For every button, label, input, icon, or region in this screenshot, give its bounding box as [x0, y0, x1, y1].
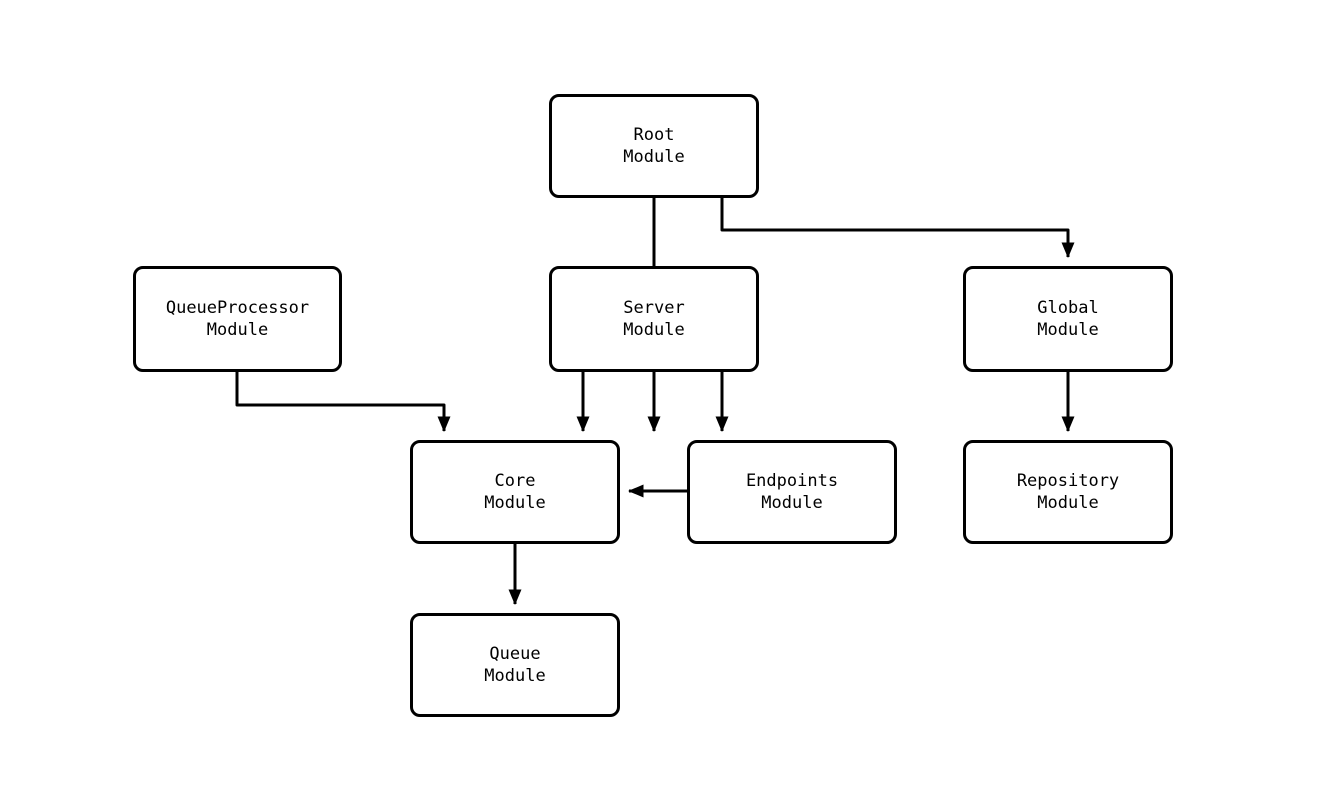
edge-queueprocessor-to-core	[235, 372, 451, 433]
node-label: Core Module	[484, 471, 546, 513]
node-core-module[interactable]: Core Module	[410, 440, 620, 544]
node-server-module[interactable]: Server Module	[549, 266, 759, 372]
node-repository-module[interactable]: Repository Module	[963, 440, 1173, 544]
node-label: Root Module	[623, 125, 685, 167]
node-label: Repository Module	[1016, 471, 1120, 513]
node-endpoints-module[interactable]: Endpoints Module	[687, 440, 897, 544]
node-root-module[interactable]: Root Module	[549, 94, 759, 198]
node-label: Global Module	[1037, 298, 1099, 340]
node-queueprocessor-module[interactable]: QueueProcessor Module	[133, 266, 342, 372]
node-label: QueueProcessor Module	[165, 298, 310, 340]
node-global-module[interactable]: Global Module	[963, 266, 1173, 372]
node-label: Server Module	[623, 298, 685, 340]
node-label: Queue Module	[484, 644, 546, 686]
node-queue-module[interactable]: Queue Module	[410, 613, 620, 717]
edge-root-to-global	[720, 198, 1075, 259]
node-label: Endpoints Module	[745, 471, 839, 513]
